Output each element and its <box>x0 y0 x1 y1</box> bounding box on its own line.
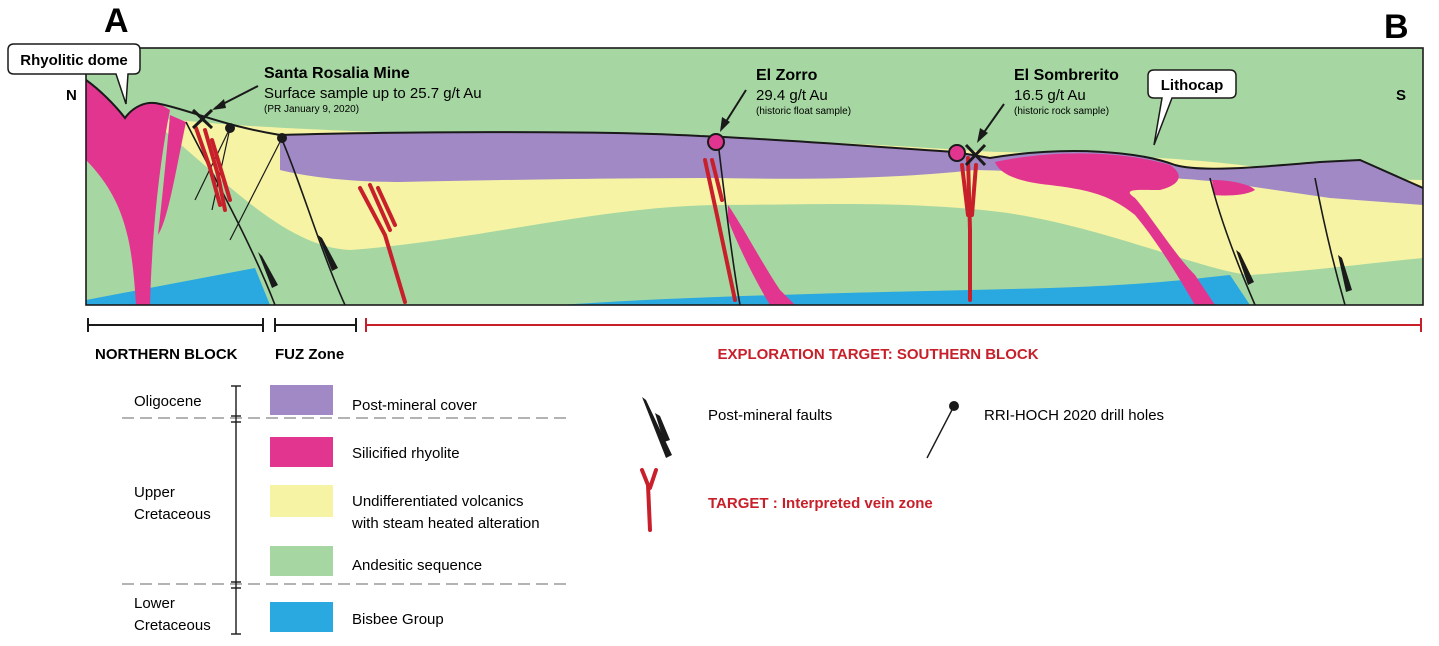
drill-hole-collar <box>225 123 235 133</box>
el-sombrerito-annotation: El Sombrerito 16.5 g/t Au (historic rock… <box>977 67 1119 143</box>
el-sombrerito-name: El Sombrerito <box>1014 67 1119 84</box>
age-oligocene: Oligocene <box>134 393 202 410</box>
post-mineral-cover-unit <box>280 132 1423 205</box>
rhyolitic-dome-callout: Rhyolitic dome <box>7 43 141 105</box>
el-zorro-annotation: El Zorro 29.4 g/t Au (historic float sam… <box>720 67 851 132</box>
fuz-zone-label: FUZ Zone <box>275 346 344 363</box>
age-lower-cretaceous-line2: Cretaceous <box>134 617 211 634</box>
north-label: N <box>66 87 77 104</box>
legend: Oligocene Upper Cretaceous Lower Cretace… <box>122 385 1164 635</box>
legend-faults: Post-mineral faults <box>708 407 832 424</box>
drill-hole-collar <box>277 133 287 143</box>
fault-arrows <box>258 235 1352 292</box>
rhyolitic-dome-label: Rhyolitic dome <box>20 52 128 69</box>
unit-post-mineral-cover: Post-mineral cover <box>352 397 477 414</box>
south-label: S <box>1396 87 1406 104</box>
unit-volcanics-line1: Undifferentiated volcanics <box>352 493 524 510</box>
bisbee-unit <box>86 268 270 305</box>
legend-target: TARGET : Interpreted vein zone <box>708 495 933 512</box>
el-zorro-name: El Zorro <box>756 67 818 84</box>
mine-symbol <box>191 108 987 167</box>
fault-lines <box>185 121 1346 305</box>
santa-rosalia-annotation: Santa Rosalia Mine Surface sample up to … <box>212 65 482 115</box>
el-sombrerito-sample-marker <box>948 144 966 162</box>
age-upper-cretaceous-line1: Upper <box>134 484 175 501</box>
lithocap-rhyolite <box>995 153 1215 305</box>
southern-block-label: EXPLORATION TARGET: SOUTHERN BLOCK <box>717 346 1038 363</box>
el-sombrerito-detail: 16.5 g/t Au <box>1014 87 1086 104</box>
santa-rosalia-note: (PR January 9, 2020) <box>264 104 359 115</box>
el-sombrerito-note: (historic rock sample) <box>1014 106 1109 117</box>
swatch-volcanics <box>270 485 333 517</box>
unit-volcanics-line2: with steam heated alteration <box>351 515 540 532</box>
lithocap-callout: Lithocap <box>1147 69 1237 146</box>
el-zorro-sample-marker <box>707 133 725 151</box>
northern-block-label: NORTHERN BLOCK <box>95 346 238 363</box>
unit-andesitic: Andesitic sequence <box>352 557 482 574</box>
fault-symbol-icon <box>642 397 672 458</box>
swatch-andesitic <box>270 546 333 576</box>
swatch-post-mineral-cover <box>270 385 333 415</box>
rhyolitic-dome-body <box>86 80 170 305</box>
santa-rosalia-detail: Surface sample up to 25.7 g/t Au <box>264 85 482 102</box>
age-lower-cretaceous-line1: Lower <box>134 595 175 612</box>
vein-zones <box>194 126 978 304</box>
lithocap-label: Lithocap <box>1161 77 1224 94</box>
section-start-label: A <box>104 2 129 40</box>
section-end-label: B <box>1384 8 1409 46</box>
swatch-bisbee <box>270 602 333 632</box>
drill-hole-symbol-icon <box>926 401 959 459</box>
southern-block-extent <box>365 318 1422 332</box>
unit-bisbee: Bisbee Group <box>352 611 444 628</box>
vein-symbol-icon <box>640 468 658 532</box>
northern-block-extent <box>87 318 264 332</box>
section-frame <box>85 47 1424 306</box>
legend-drill-holes: RRI-HOCH 2020 drill holes <box>984 407 1164 424</box>
el-zorro-detail: 29.4 g/t Au <box>756 87 828 104</box>
swatch-silicified-rhyolite <box>270 437 333 467</box>
age-upper-cretaceous-line2: Cretaceous <box>134 506 211 523</box>
santa-rosalia-name: Santa Rosalia Mine <box>264 65 410 82</box>
el-zorro-note: (historic float sample) <box>756 106 851 117</box>
unit-silicified-rhyolite: Silicified rhyolite <box>352 445 460 462</box>
fuz-zone-extent <box>274 318 357 332</box>
